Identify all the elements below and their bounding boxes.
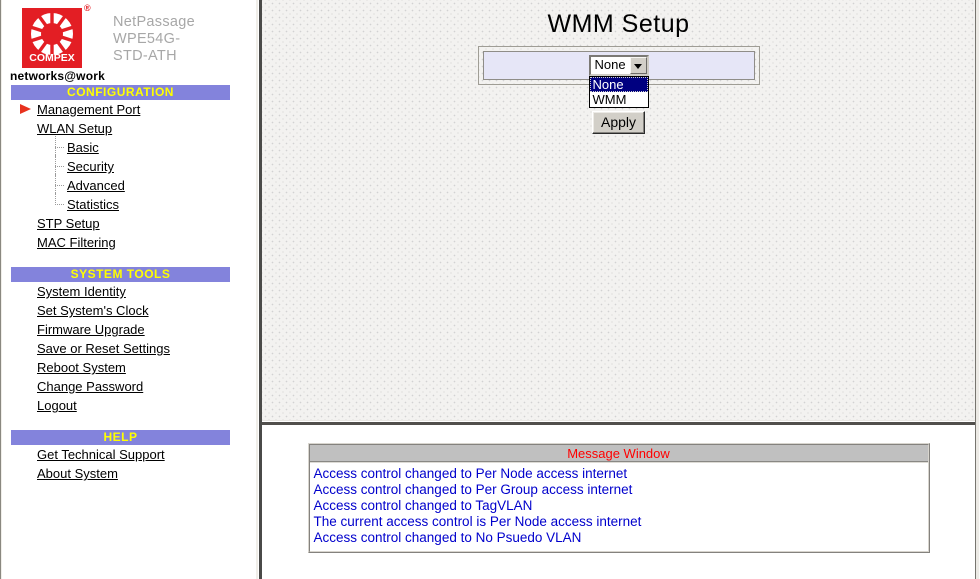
nav-link-statistics[interactable]: Statistics xyxy=(67,197,120,212)
dropdown-option-none[interactable]: None xyxy=(589,77,648,92)
nav-link-wlan-setup[interactable]: WLAN Setup xyxy=(37,121,113,136)
window-left-edge xyxy=(0,0,3,579)
nav-item: Security xyxy=(3,155,256,176)
message-line: Access control changed to Per Group acce… xyxy=(313,482,633,497)
registered-trademark-icon: ® xyxy=(84,3,91,13)
nav-item: Firmware Upgrade xyxy=(3,320,256,339)
nav-link-logout[interactable]: Logout xyxy=(37,398,77,413)
product-name: NetPassage WPE54G- STD-ATH xyxy=(113,14,195,65)
message-line: The current access control is Per Node a… xyxy=(313,514,642,529)
nav-link-stp-setup[interactable]: STP Setup xyxy=(37,216,100,231)
product-name-line: WPE54G- xyxy=(113,31,181,47)
nav-link-save-or-reset-settings[interactable]: Save or Reset Settings xyxy=(37,341,170,356)
nav-item: Statistics xyxy=(3,193,256,214)
message-line: Access control changed to Per Node acces… xyxy=(313,466,628,481)
frame-divider-horizontal[interactable] xyxy=(262,420,975,426)
nav-link-mac-filtering[interactable]: MAC Filtering xyxy=(37,235,116,250)
nav-link-get-technical-support[interactable]: Get Technical Support xyxy=(37,447,165,462)
current-page-arrow-icon xyxy=(20,104,31,114)
nav-link-system-identity[interactable]: System Identity xyxy=(37,284,126,299)
nav-link-set-system-s-clock[interactable]: Set System's Clock xyxy=(37,303,149,318)
nav-item: System Identity xyxy=(3,282,256,301)
nav-link-advanced[interactable]: Advanced xyxy=(67,178,125,193)
message-line: Access control changed to No Psuedo VLAN xyxy=(313,530,582,545)
nav-item: About System xyxy=(3,464,256,483)
wmm-mode-selected-value: None xyxy=(594,57,626,72)
section-header-configuration: CONFIGURATION xyxy=(11,85,230,100)
section-header-system-tools: SYSTEM TOOLS xyxy=(11,267,230,282)
page-title: WMM Setup xyxy=(547,10,690,38)
nav-item: Save or Reset Settings xyxy=(3,339,256,358)
brand-tagline: networks@work xyxy=(10,69,105,83)
nav-item: Logout xyxy=(3,396,256,415)
message-window: Message Window Access control changed to… xyxy=(307,443,930,553)
nav-link-change-password[interactable]: Change Password xyxy=(37,379,144,394)
product-name-line: STD-ATH xyxy=(113,48,177,64)
logo-wordmark: COMPEX xyxy=(29,52,75,64)
message-window-body: Access control changed to Per Node acces… xyxy=(309,463,928,551)
nav-link-management-port[interactable]: Management Port xyxy=(37,102,141,117)
frame-divider-vertical[interactable] xyxy=(256,0,262,579)
nav-link-about-system[interactable]: About System xyxy=(37,466,118,481)
product-name-line: NetPassage xyxy=(113,14,195,30)
nav-item: Management Port xyxy=(3,100,256,119)
nav-item: Change Password xyxy=(3,377,256,396)
nav-item: Advanced xyxy=(3,174,256,195)
nav-link-basic[interactable]: Basic xyxy=(67,140,99,155)
nav-item: STP Setup xyxy=(3,214,256,233)
nav-item: Set System's Clock xyxy=(3,301,256,320)
message-window-title: Message Window xyxy=(309,445,928,463)
nav-item: MAC Filtering xyxy=(3,233,256,252)
section-header-help: HELP xyxy=(11,430,230,445)
select-dropdown-button[interactable] xyxy=(629,57,647,74)
logo-block: COMPEX ® NetPassage WPE54G- STD-ATH netw… xyxy=(3,0,256,85)
nav-item: Get Technical Support xyxy=(3,445,256,464)
compex-logo: COMPEX xyxy=(22,8,82,68)
window-right-edge xyxy=(975,0,980,579)
chevron-down-icon xyxy=(634,63,642,73)
nav-item: Reboot System xyxy=(3,358,256,377)
dropdown-option-wmm[interactable]: WMM xyxy=(592,92,627,107)
apply-button[interactable]: Apply xyxy=(591,111,646,134)
message-line: Access control changed to TagVLAN xyxy=(313,498,533,513)
nav-link-firmware-upgrade[interactable]: Firmware Upgrade xyxy=(37,322,145,337)
nav-item: WLAN Setup xyxy=(3,119,256,138)
nav-link-security[interactable]: Security xyxy=(67,159,114,174)
nav-item: Basic xyxy=(3,136,256,157)
sidebar: COMPEX ® NetPassage WPE54G- STD-ATH netw… xyxy=(3,0,256,579)
message-frame: Message Window Access control changed to… xyxy=(262,426,975,579)
nav-link-reboot-system[interactable]: Reboot System xyxy=(37,360,126,375)
